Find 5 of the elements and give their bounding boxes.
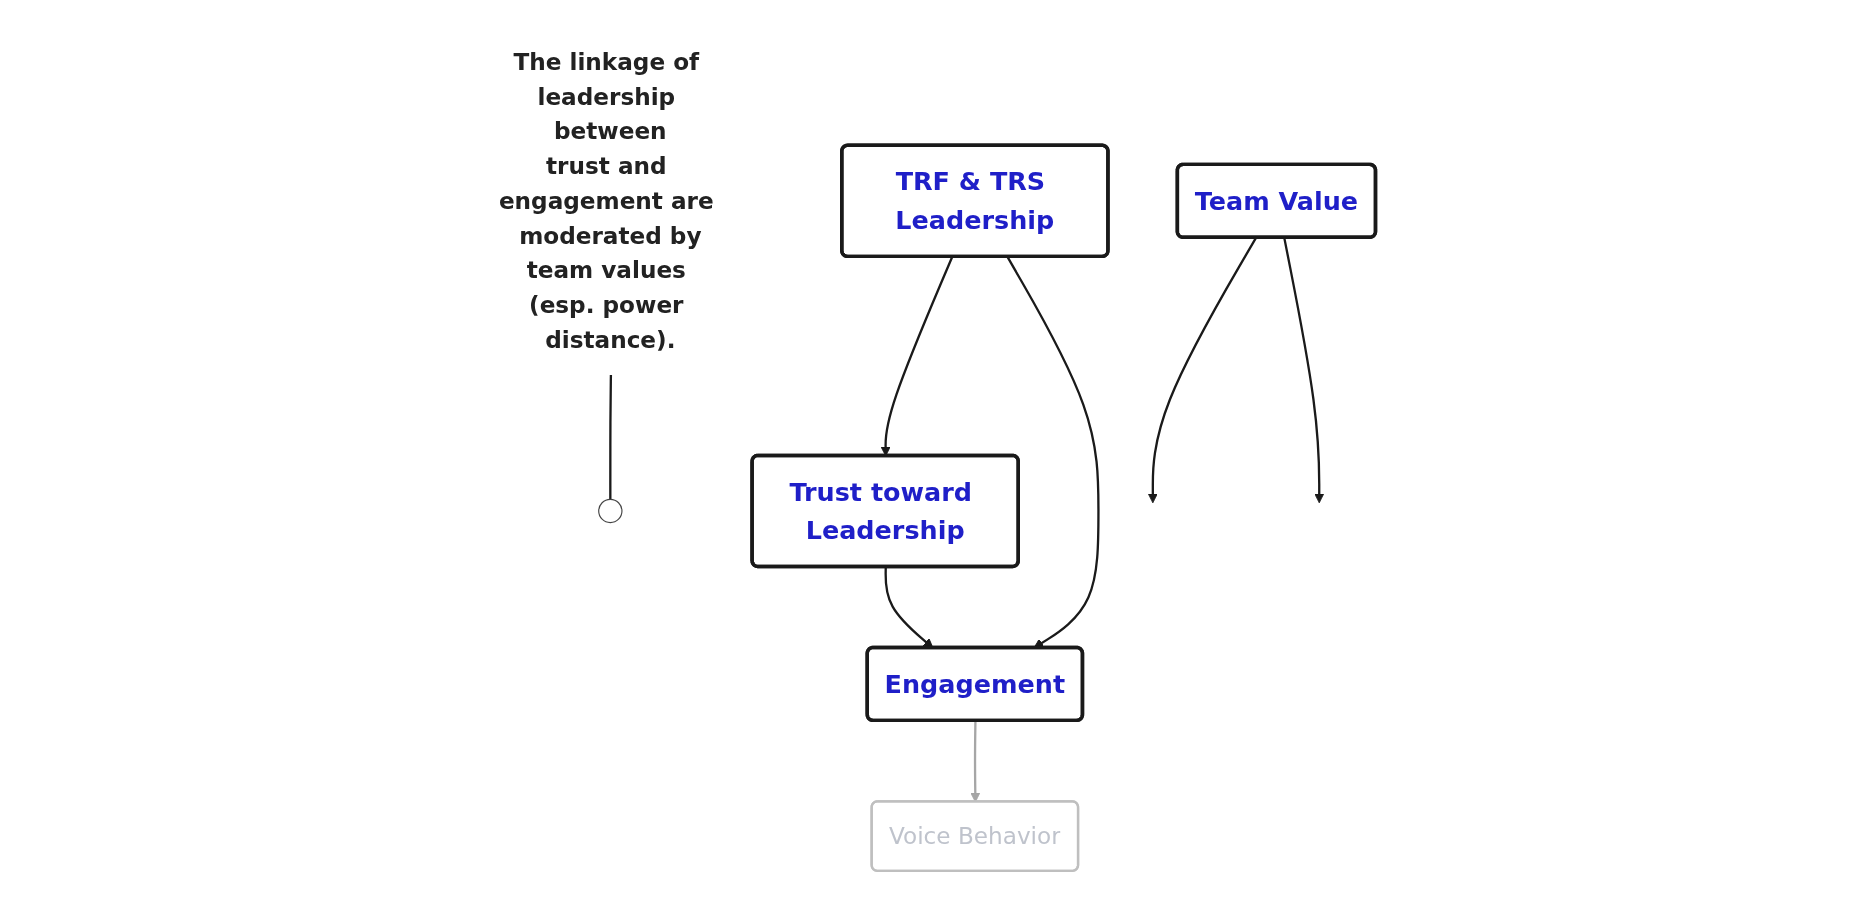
node-text: The linkage of leadership between trust and engagement are moderated by team values (esp. power distance). <box>498 48 714 354</box>
arrow <box>1147 237 1257 504</box>
arrow <box>1282 237 1324 504</box>
connector <box>608 374 612 500</box>
node-circle <box>597 498 623 524</box>
